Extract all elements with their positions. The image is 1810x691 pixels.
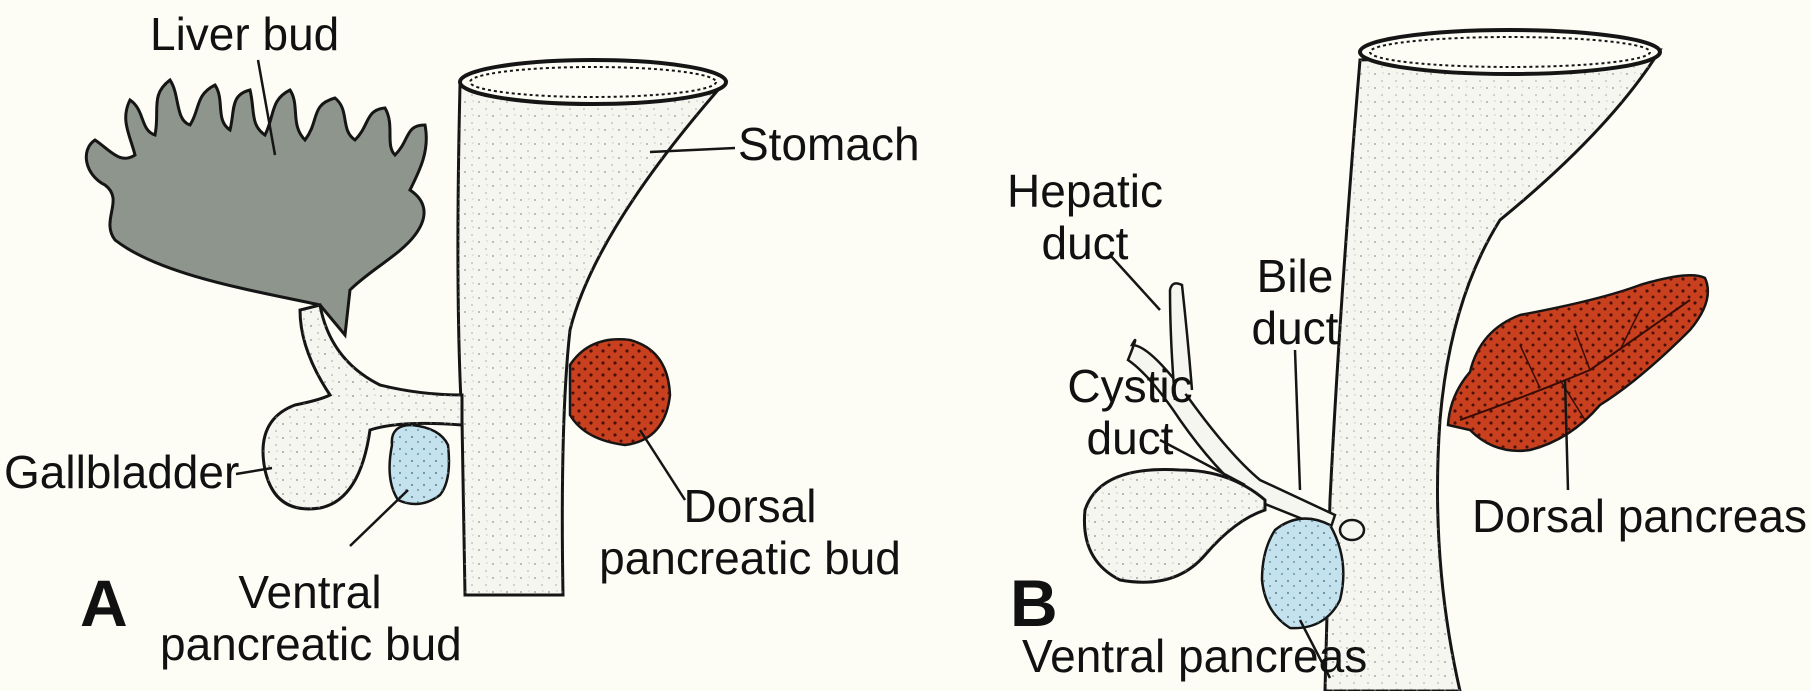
label-ventral-pancreas: Ventral pancreas	[1022, 630, 1367, 682]
label-dorsal-pancreatic-bud-line1: Dorsal	[590, 480, 910, 532]
dorsal-pancreatic-bud-shape	[570, 339, 670, 445]
ventral-pancreas-shape	[1262, 519, 1343, 629]
label-dorsal-pancreas: Dorsal pancreas	[1472, 490, 1807, 542]
label-dorsal-pancreatic-bud: Dorsal pancreatic bud	[590, 480, 910, 584]
ventral-pancreatic-bud-shape	[390, 425, 449, 504]
liver-bud-shape	[86, 80, 426, 335]
label-bile-duct-line2: duct	[1230, 302, 1360, 354]
dorsal-pancreas-shape	[1448, 275, 1708, 451]
label-ventral-pancreatic-bud-line1: Ventral	[160, 566, 460, 618]
label-liver-bud: Liver bud	[150, 8, 339, 60]
label-cystic-duct-line2: duct	[1050, 412, 1210, 464]
label-hepatic-duct-line2: duct	[990, 217, 1180, 269]
label-ventral-pancreatic-bud-line2: pancreatic bud	[160, 618, 460, 670]
panel-letter-a: A	[80, 565, 128, 641]
label-stomach: Stomach	[738, 118, 920, 170]
label-cystic-duct-line1: Cystic	[1050, 360, 1210, 412]
panel-letter-b: B	[1010, 565, 1058, 641]
label-hepatic-duct: Hepatic duct	[990, 165, 1180, 269]
label-bile-duct-line1: Bile	[1230, 250, 1360, 302]
label-hepatic-duct-line1: Hepatic	[990, 165, 1180, 217]
label-cystic-duct: Cystic duct	[1050, 360, 1210, 464]
label-gallbladder: Gallbladder	[4, 446, 239, 498]
label-dorsal-pancreatic-bud-line2: pancreatic bud	[590, 532, 910, 584]
label-ventral-pancreatic-bud: Ventral pancreatic bud	[160, 566, 460, 670]
label-bile-duct: Bile duct	[1230, 250, 1360, 354]
